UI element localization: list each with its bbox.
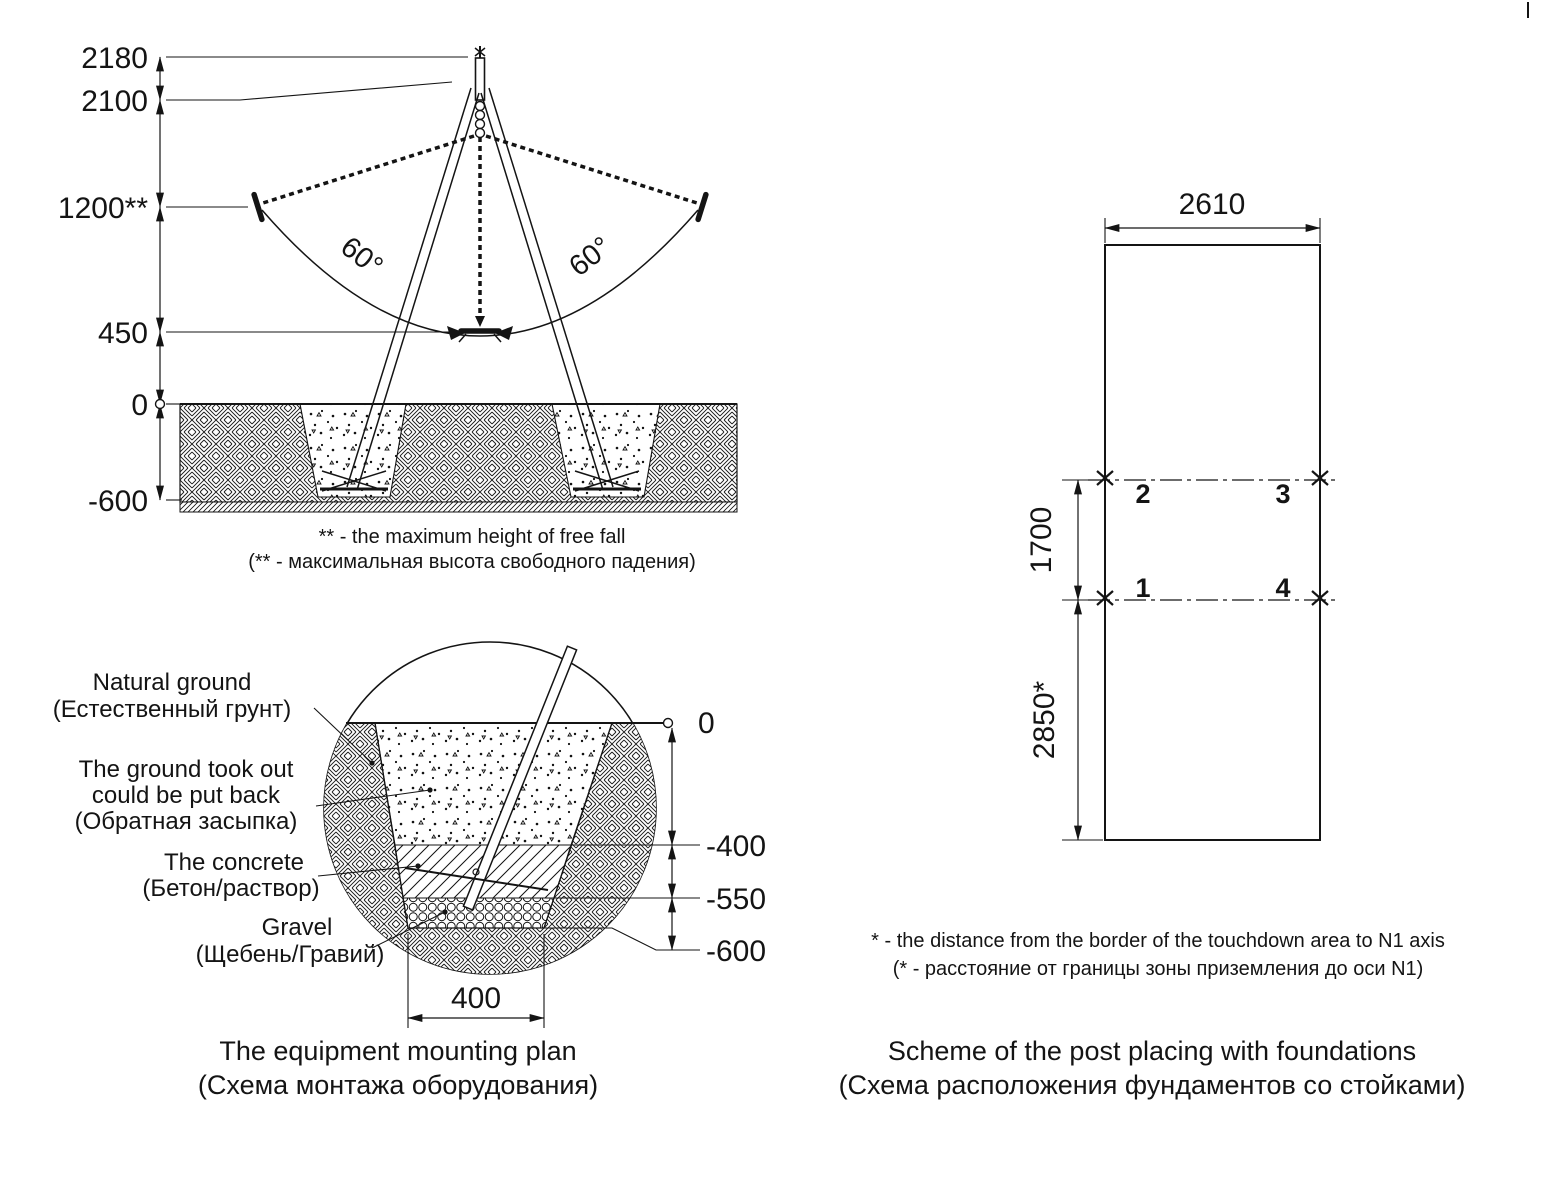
ground-section — [179, 403, 738, 513]
leg-anchor-left — [320, 470, 388, 492]
detail-labels: Natural ground (Естественный грунт) The … — [53, 669, 385, 968]
plan-title-ru: (Схема расположения фундаментов со стойк… — [839, 1070, 1466, 1100]
free-fall-note-ru: (** - максимальная высота свободного пад… — [248, 551, 696, 573]
swing-arc — [261, 209, 699, 337]
swung-seat-left — [251, 191, 265, 223]
detail-dim-m550: -550 — [706, 883, 766, 916]
leg-anchor-right — [573, 470, 641, 492]
free-fall-note-en: ** - the maximum height of free fall — [319, 526, 626, 548]
dim-2100: 2100 — [81, 85, 148, 118]
detail-dim-0: 0 — [698, 707, 715, 740]
post-number-4: 4 — [1275, 573, 1290, 603]
plan-dim-1700: 1700 — [1025, 507, 1058, 574]
dim-m600: -600 — [88, 485, 148, 518]
label-backfill-line1: The ground took out — [79, 756, 294, 783]
angle-label-left: 60° — [334, 231, 388, 283]
label-concrete-en: The concrete — [164, 849, 304, 876]
anchor-bolt — [472, 868, 480, 876]
elevation-view: 60° 60° 2180 2100 1200** 450 0 -600 ** -… — [58, 42, 738, 573]
label-natural-ground-en: Natural ground — [93, 669, 252, 696]
detail-leaders — [313, 707, 448, 949]
label-natural-ground-ru: (Естественный грунт) — [53, 696, 292, 723]
zero-level-marker — [154, 398, 166, 410]
anchor-bar — [404, 867, 549, 891]
swung-chain-left — [262, 134, 475, 205]
dim-450: 450 — [98, 317, 148, 350]
plan-note-en: * - the distance from the border of the … — [871, 930, 1445, 952]
dim-2180: 2180 — [81, 42, 148, 75]
detail-depth-dimensions: 0 -400 -550 -600 — [544, 707, 766, 968]
label-concrete-ru: (Бетон/раствор) — [142, 875, 319, 902]
detail-zero-marker — [662, 717, 674, 729]
foundation-plan-view: 2610 2 3 1 4 1700 2850* * - the distance — [839, 188, 1466, 1100]
foundation-pit-right — [551, 403, 661, 498]
plan-note-ru: (* - расстояние от границы зоны приземле… — [893, 958, 1424, 980]
swung-chain-right — [485, 134, 698, 205]
elevation-dimensions: 2180 2100 1200** 450 0 -600 — [58, 42, 468, 518]
post-number-2: 2 — [1135, 479, 1150, 509]
post-number-1: 1 — [1135, 573, 1150, 603]
plan-dim-2850: 2850* — [1028, 680, 1061, 759]
angle-label-right: 60° — [563, 231, 617, 283]
chain-links — [474, 100, 486, 139]
plan-dim-2610: 2610 — [1179, 188, 1246, 221]
foundation-pit-left — [299, 403, 407, 498]
detail-width-dimension: 400 — [407, 934, 545, 1028]
arc-arrow-right — [495, 326, 513, 340]
plan-width-dimension: 2610 — [1104, 188, 1321, 243]
mounting-title-ru: (Схема монтажа оборудования) — [198, 1070, 598, 1100]
backfill-layer — [374, 722, 613, 846]
swing-post — [462, 645, 578, 911]
label-gravel-ru: (Щебень/Гравий) — [196, 941, 385, 968]
label-backfill-line2: could be put back — [92, 782, 281, 809]
mounting-title-en: The equipment mounting plan — [219, 1036, 576, 1066]
frame-legs — [346, 87, 614, 491]
pendulum-seat — [458, 316, 502, 343]
plan-title-en: Scheme of the post placing with foundati… — [888, 1036, 1416, 1066]
detail-dim-m600: -600 — [706, 935, 766, 968]
label-backfill-ru: (Обратная засыпка) — [75, 808, 298, 835]
post-symbols — [1096, 470, 1329, 606]
label-gravel-en: Gravel — [262, 914, 333, 941]
dim-1200: 1200** — [58, 192, 148, 225]
post-number-3: 3 — [1275, 479, 1290, 509]
top-bolt — [474, 46, 486, 58]
swung-seat-right — [695, 191, 709, 223]
arc-arrow-left — [447, 326, 465, 340]
hanger-tube — [474, 57, 486, 101]
dim-0: 0 — [131, 389, 148, 422]
mounting-detail-view: Natural ground (Естественный грунт) The … — [53, 641, 766, 1100]
plan-vertical-dimensions: 1700 2850* — [1025, 479, 1103, 841]
detail-dim-400: 400 — [451, 982, 501, 1015]
gravel-layer — [402, 897, 555, 929]
detail-dim-m400: -400 — [706, 830, 766, 863]
touchdown-area-border — [1104, 244, 1321, 841]
